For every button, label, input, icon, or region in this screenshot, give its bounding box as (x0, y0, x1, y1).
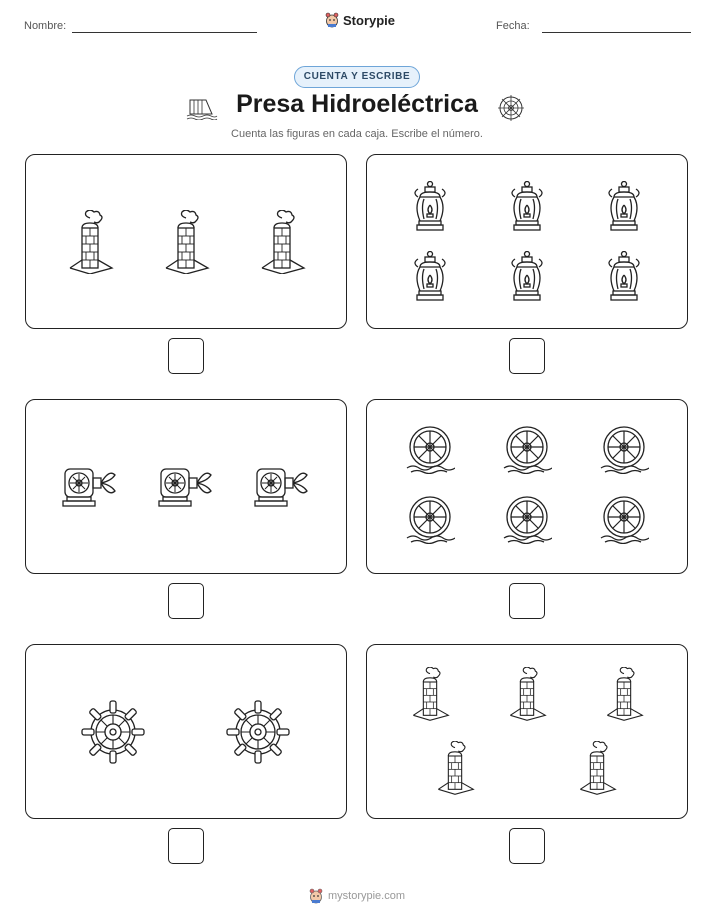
lantern-icon (509, 180, 545, 240)
lantern-icon (509, 250, 545, 310)
chimney-icon (507, 666, 547, 725)
brand-name: Storypie (343, 12, 396, 28)
turbine-generator-icon (253, 465, 311, 514)
water-wheel-icon (405, 496, 456, 549)
answer-box-1[interactable] (168, 338, 204, 374)
mascot-icon (309, 888, 323, 904)
ship-wheel-icon (226, 700, 290, 769)
brand-logo: Storypie (325, 12, 395, 28)
instructions: Cuenta las figuras en cada caja. Escribe… (231, 128, 483, 140)
chimney-icon (66, 209, 114, 279)
turbine-generator-icon (157, 465, 215, 514)
lantern-icon (606, 250, 642, 310)
water-wheel-icon (405, 426, 456, 479)
water-wheel-icon (599, 426, 650, 479)
panel-4 (366, 399, 688, 574)
page-title: Presa Hidroeléctrica (236, 90, 478, 118)
water-wheel-icon (599, 496, 650, 549)
answer-box-3[interactable] (168, 583, 204, 619)
mascot-icon (325, 12, 339, 28)
date-line[interactable] (542, 32, 691, 33)
name-label: Nombre: (24, 20, 67, 32)
footer-url: mystorypie.com (327, 890, 406, 902)
panel-1 (25, 154, 347, 329)
lantern-icon (606, 180, 642, 240)
chimney-icon (577, 740, 617, 799)
dam-icon (186, 99, 218, 120)
activity-badge: CUENTA Y ESCRIBE (294, 66, 420, 88)
answer-box-5[interactable] (168, 828, 204, 864)
turbine-generator-icon (61, 465, 119, 514)
answer-box-2[interactable] (509, 338, 545, 374)
chimney-icon (604, 666, 644, 725)
gear-wheel-icon (498, 95, 524, 121)
ship-wheel-icon (81, 700, 145, 769)
answer-box-4[interactable] (509, 583, 545, 619)
panel-5 (25, 644, 347, 819)
footer: mystorypie.com (0, 888, 714, 904)
chimney-icon (162, 209, 210, 279)
chimney-icon (435, 740, 475, 799)
chimney-icon (258, 209, 306, 279)
water-wheel-icon (502, 496, 553, 549)
chimney-icon (410, 666, 450, 725)
date-label: Fecha: (496, 20, 530, 32)
name-line[interactable] (72, 32, 257, 33)
answer-box-6[interactable] (509, 828, 545, 864)
water-wheel-icon (502, 426, 553, 479)
lantern-icon (412, 180, 448, 240)
lantern-icon (412, 250, 448, 310)
